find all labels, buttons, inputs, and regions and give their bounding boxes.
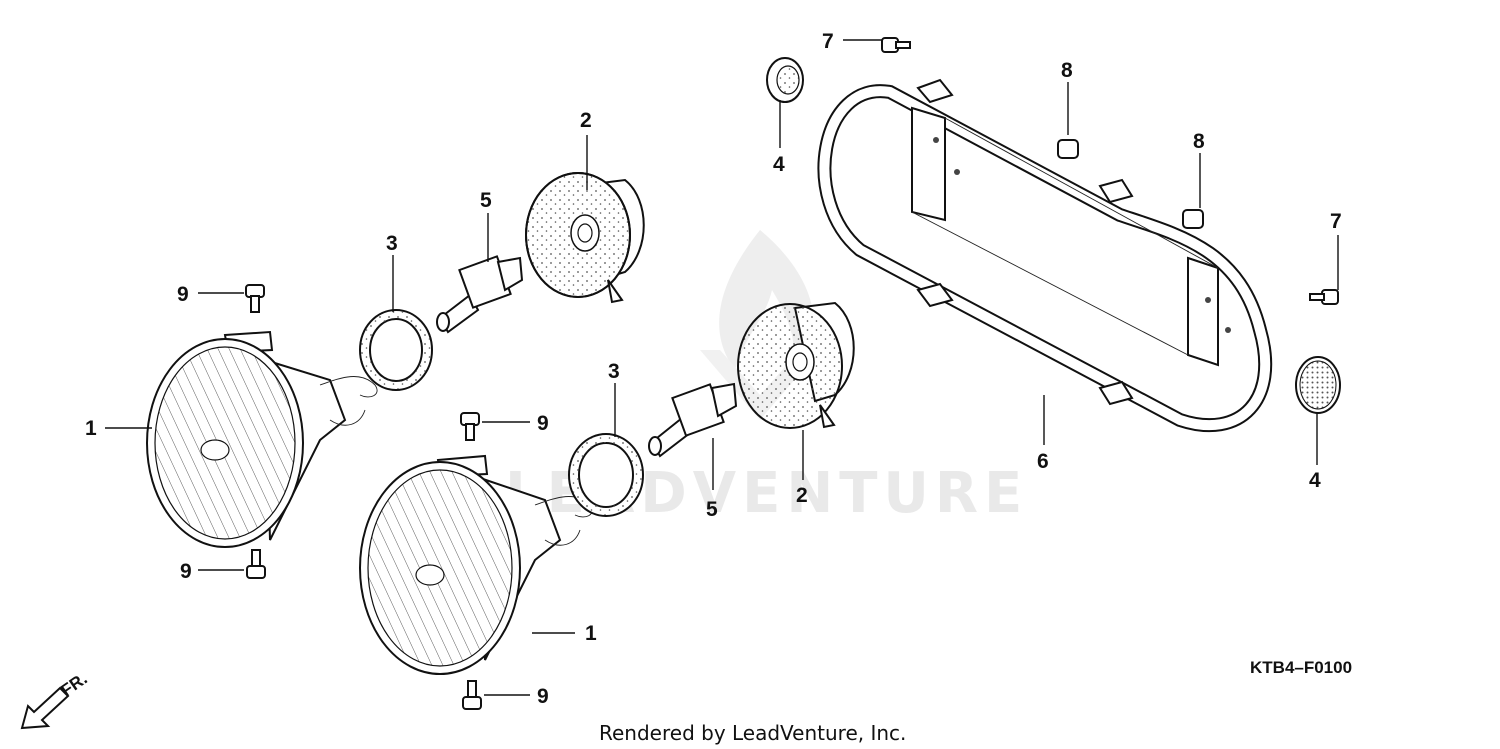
drawing-code: KTB4–F0100 — [1250, 658, 1352, 677]
leader-lines — [105, 39, 1339, 696]
callout-4: 4 — [773, 153, 785, 176]
callout-8: 8 — [1193, 130, 1205, 153]
bulb-left — [436, 255, 524, 334]
seal-ring-left — [359, 309, 433, 391]
bolt-7-right — [1309, 289, 1339, 305]
callout-7: 7 — [1330, 210, 1342, 233]
seal-ring-right — [568, 433, 644, 517]
callout-4: 4 — [1309, 469, 1321, 492]
bolt-9-c — [460, 412, 480, 441]
bulb-right — [648, 382, 738, 458]
callout-2: 2 — [580, 109, 592, 132]
callout-3: 3 — [608, 360, 620, 383]
callout-1: 1 — [585, 622, 597, 645]
reflector-right — [1295, 356, 1341, 414]
headlight-right — [359, 454, 593, 675]
callouts: 1 1 2 2 3 3 4 4 5 5 6 7 7 8 8 9 9 9 9 — [85, 30, 1342, 708]
headlight-left — [146, 330, 378, 548]
callout-8: 8 — [1061, 59, 1073, 82]
bolt-9-b — [246, 549, 266, 579]
callout-1: 1 — [85, 417, 97, 440]
callout-2: 2 — [796, 484, 808, 507]
front-arrow-icon — [20, 686, 70, 730]
nut-8-right — [1182, 209, 1204, 229]
nut-8-top — [1057, 139, 1079, 159]
callout-9: 9 — [537, 685, 549, 708]
bolt-9-d — [462, 680, 482, 710]
front-direction-indicator: FR. — [20, 669, 91, 730]
socket-cover-bottom — [737, 301, 855, 429]
callout-5: 5 — [480, 189, 492, 212]
callout-6: 6 — [1037, 450, 1049, 473]
mounting-frame — [817, 78, 1273, 432]
callout-7: 7 — [822, 30, 834, 53]
callout-9: 9 — [177, 283, 189, 306]
callout-5: 5 — [706, 498, 718, 521]
socket-cover-top — [525, 172, 645, 304]
bolt-7-top — [881, 37, 911, 53]
callout-9: 9 — [537, 412, 549, 435]
callout-9: 9 — [180, 560, 192, 583]
callout-3: 3 — [386, 232, 398, 255]
footer-credit: Rendered by LeadVenture, Inc. — [599, 721, 906, 745]
reflector-grommet-top — [766, 57, 804, 103]
bolt-9-a — [245, 284, 265, 313]
